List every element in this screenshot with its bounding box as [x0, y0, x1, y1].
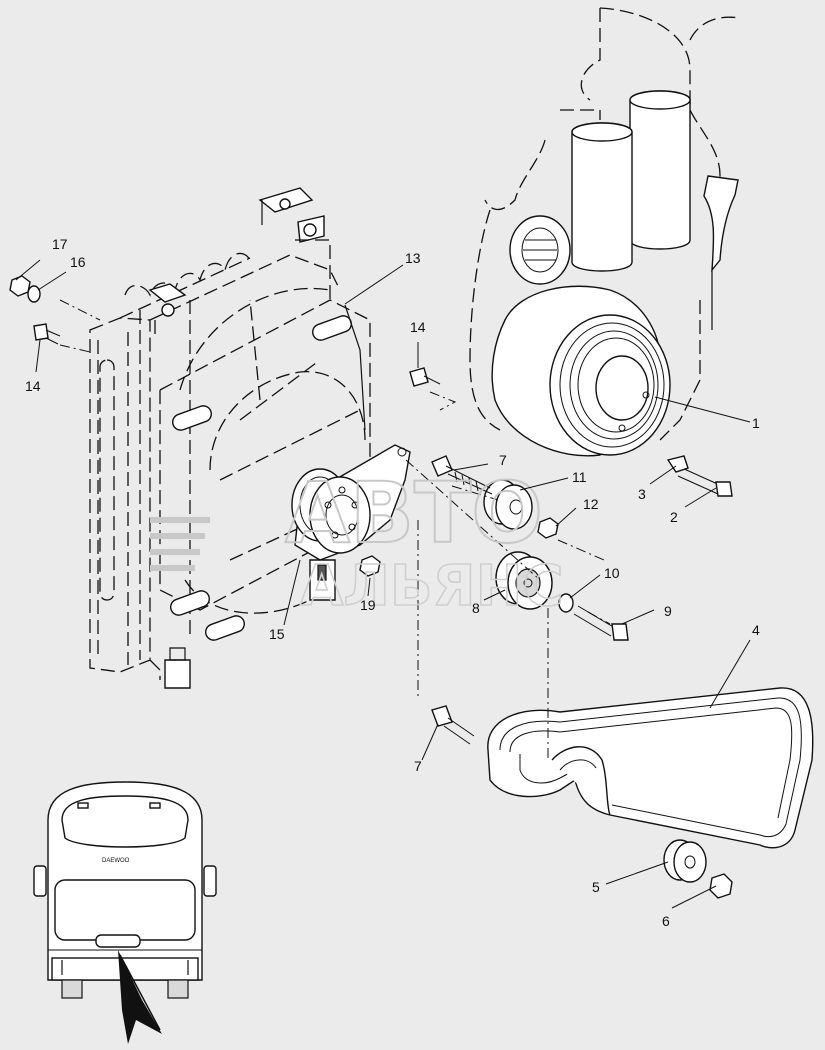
bus-badge: DAEWOO: [102, 858, 130, 864]
tensioner-bracket: [291, 444, 411, 601]
bus-rear-locator: DAEWOO: [33, 781, 217, 1044]
callout-7-upper: 7: [499, 452, 507, 468]
callout-17: 17: [52, 236, 68, 252]
callout-11: 11: [572, 469, 587, 485]
nut-12: [537, 517, 559, 539]
bolt-9: [573, 605, 629, 641]
callout-13: 13: [405, 250, 421, 266]
nut-6: [709, 873, 733, 899]
callout-5: 5: [592, 879, 600, 895]
bolt-2: [677, 467, 733, 497]
engine-block: [469, 7, 741, 441]
filter-canister-rear: [629, 90, 691, 250]
callout-9: 9: [664, 603, 672, 619]
watermark-line2: АЛЬЯНС: [300, 554, 564, 619]
callout-19: 19: [360, 597, 376, 613]
callout-15: 15: [269, 626, 285, 642]
fan-shroud: [159, 287, 371, 641]
callout-labels: 1 2 3 4 5 6 7 7 8 9 10 11 12 13 14 14 15…: [25, 236, 760, 929]
bolt-7-lower: [431, 705, 475, 745]
bolt-7-upper: [431, 455, 493, 495]
callout-1: 1: [752, 415, 760, 431]
idler-pulley-8: [495, 551, 553, 610]
callout-14-left: 14: [25, 378, 41, 394]
callout-8: 8: [472, 600, 480, 616]
crankshaft-pulley: [491, 285, 671, 457]
callout-4: 4: [752, 622, 760, 638]
idler-pulley-11: [483, 479, 533, 530]
radiator: [89, 187, 341, 689]
leader-lines: [15, 259, 751, 909]
watermark-line1: АВТО: [285, 464, 543, 562]
callout-10: 10: [604, 565, 620, 581]
callout-14-right: 14: [410, 319, 426, 335]
bolt-14-right: [409, 367, 441, 387]
dipstick-tube: [703, 175, 739, 273]
callout-16: 16: [70, 254, 86, 270]
callout-6: 6: [662, 913, 670, 929]
watermark-stripes: [150, 517, 210, 571]
callout-12: 12: [583, 496, 599, 512]
washer-10: [558, 593, 574, 613]
bolt-14-left: [33, 323, 61, 345]
alignment-lines: [59, 299, 611, 760]
drive-belt: [487, 687, 814, 849]
pulley-5: [663, 839, 707, 883]
filter-canister-front: [571, 122, 633, 272]
nut-17-washer-16: [9, 275, 41, 303]
locator-arrow-icon: [118, 950, 162, 1044]
watermark: АВТО АЛЬЯНС: [150, 463, 564, 620]
callout-7-lower: 7: [414, 758, 422, 774]
callout-2: 2: [670, 509, 678, 525]
callout-3: 3: [638, 486, 646, 502]
